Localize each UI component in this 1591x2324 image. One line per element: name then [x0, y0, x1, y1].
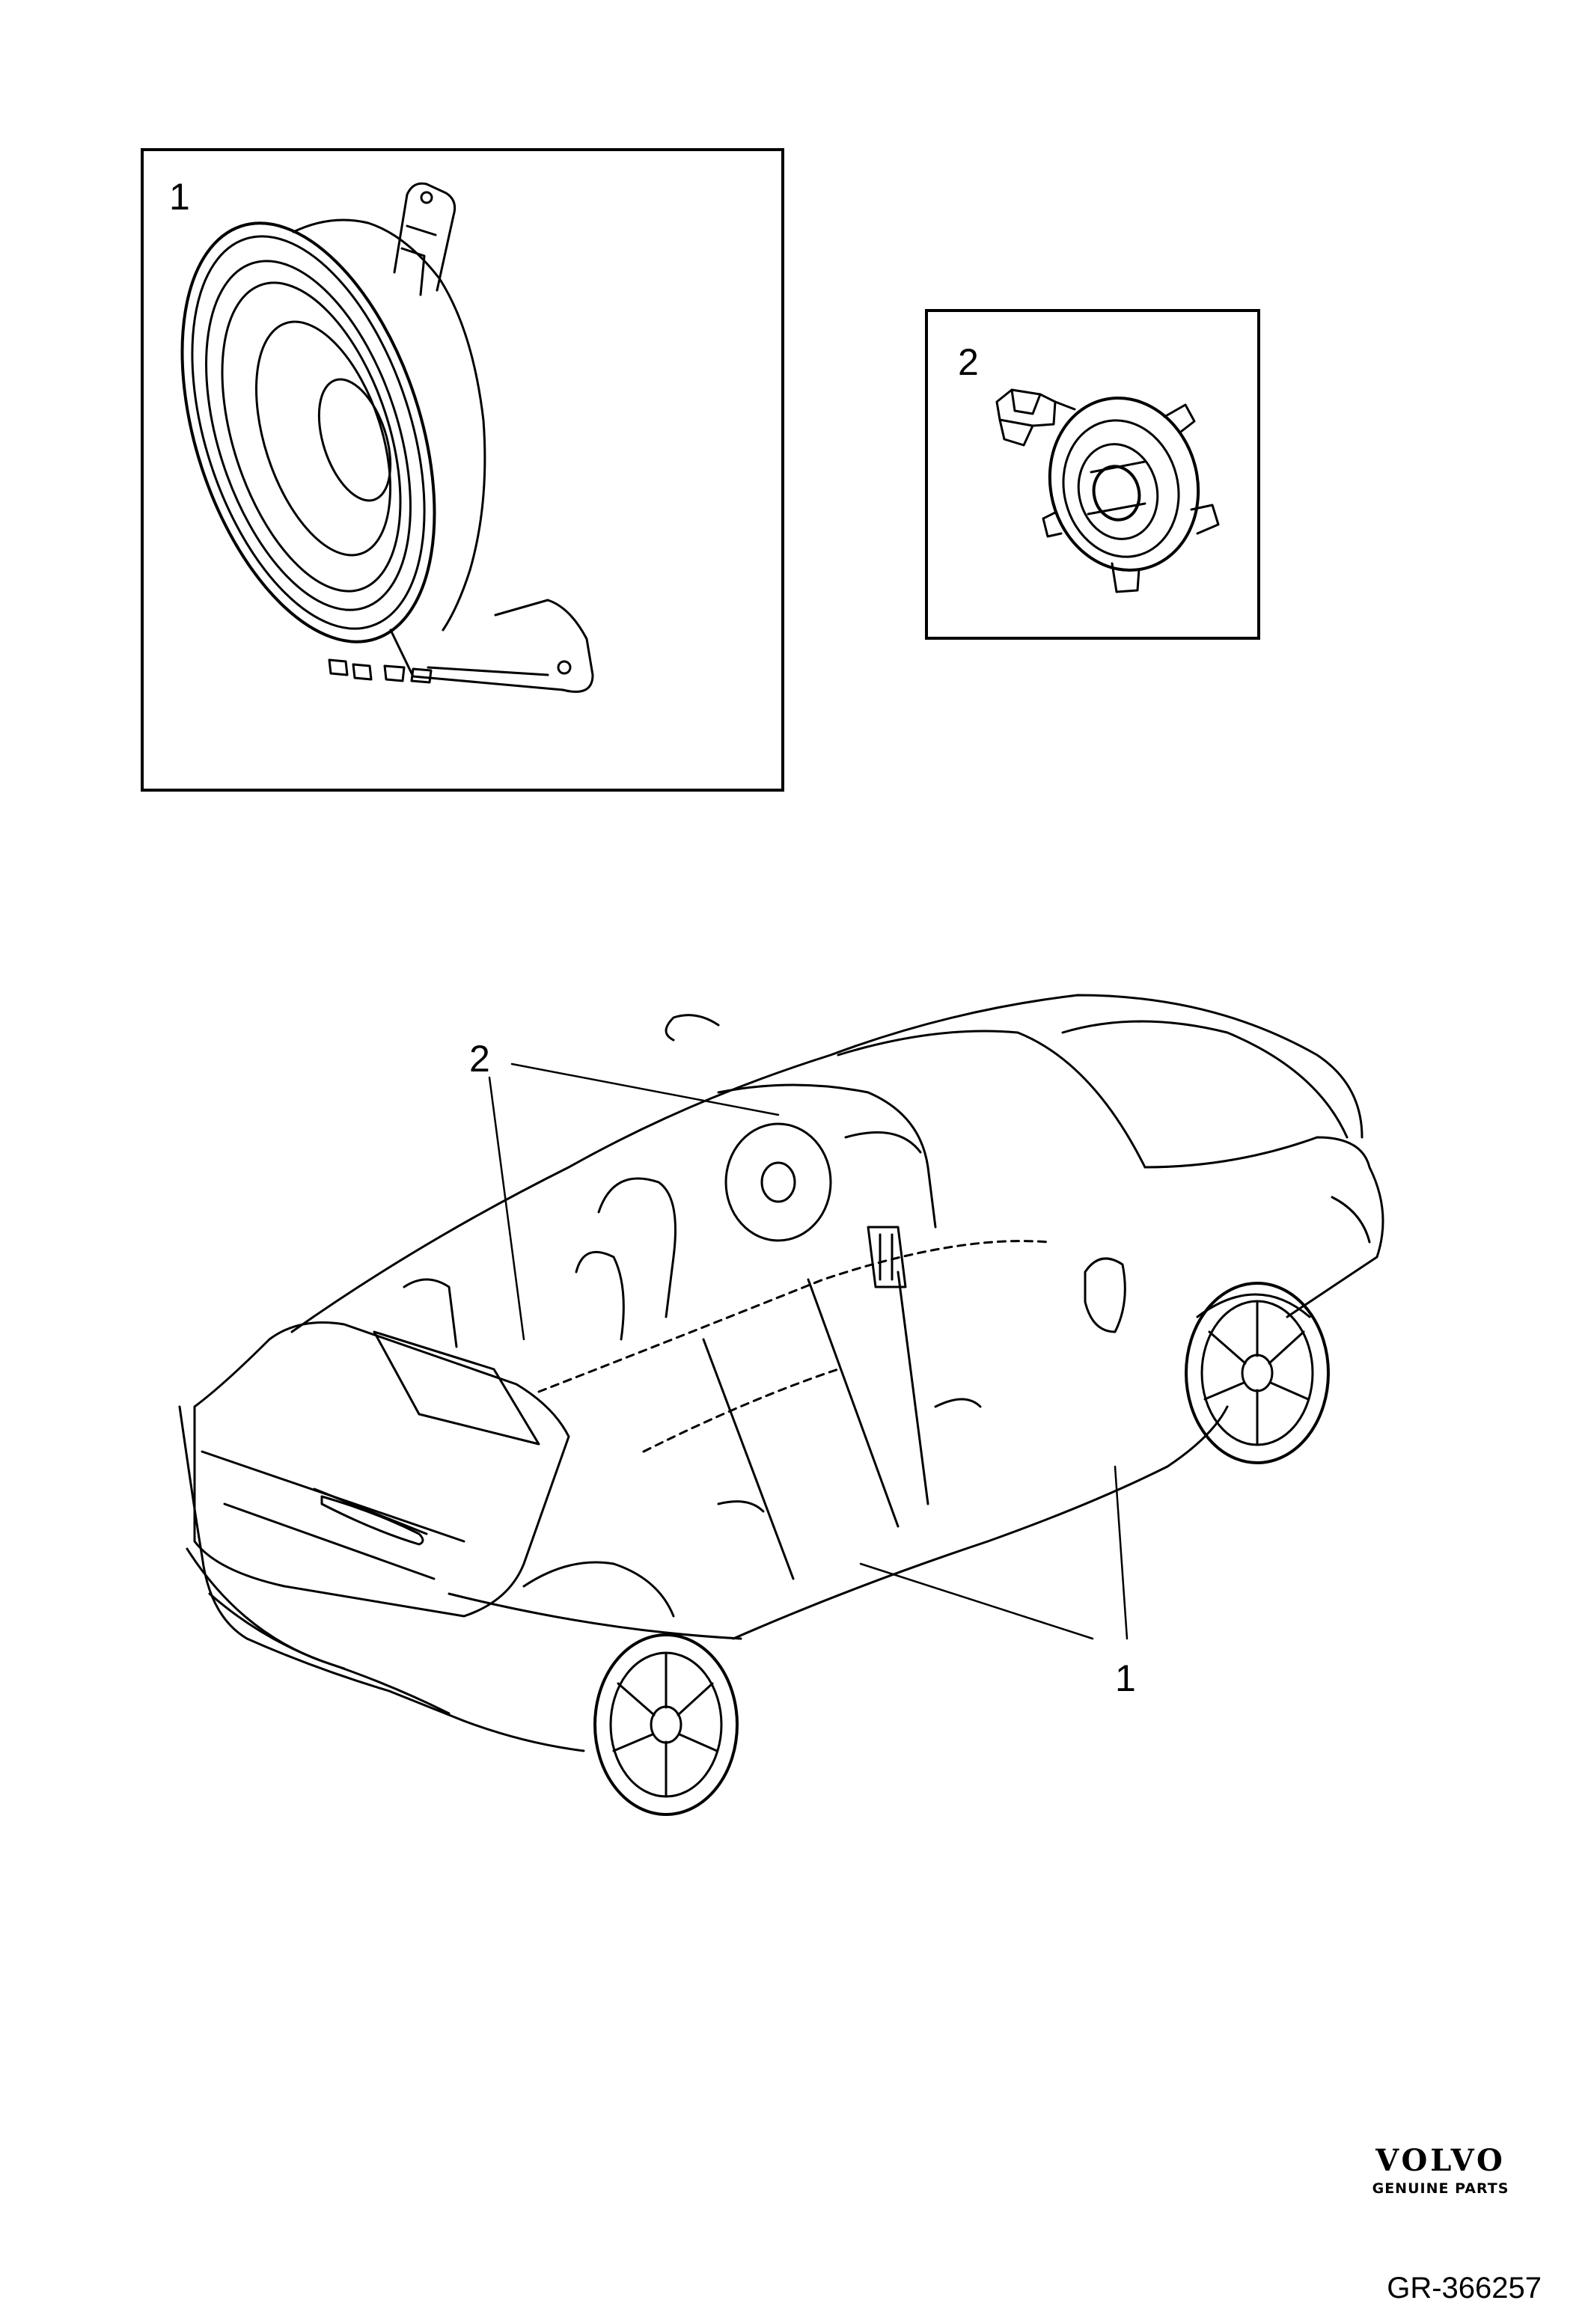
brand-tagline: GENUINE PARTS — [1372, 2180, 1509, 2197]
part-number-label: 2 — [958, 341, 979, 383]
volvo-logo: VOLVO GENUINE PARTS — [1340, 2143, 1542, 2198]
callout-label-speaker: 1 — [1115, 1657, 1136, 1699]
part-panel-speaker: 1 — [141, 148, 784, 792]
tweeter-icon — [995, 388, 1220, 593]
callout-label-tweeter: 2 — [469, 1038, 490, 1080]
brand-name: VOLVO — [1375, 2143, 1506, 2178]
part-number-label: 1 — [169, 176, 190, 218]
reference-code: GR-366257 — [1387, 2272, 1542, 2305]
part-panel-tweeter: 2 — [925, 309, 1260, 640]
speaker-icon — [180, 182, 594, 693]
